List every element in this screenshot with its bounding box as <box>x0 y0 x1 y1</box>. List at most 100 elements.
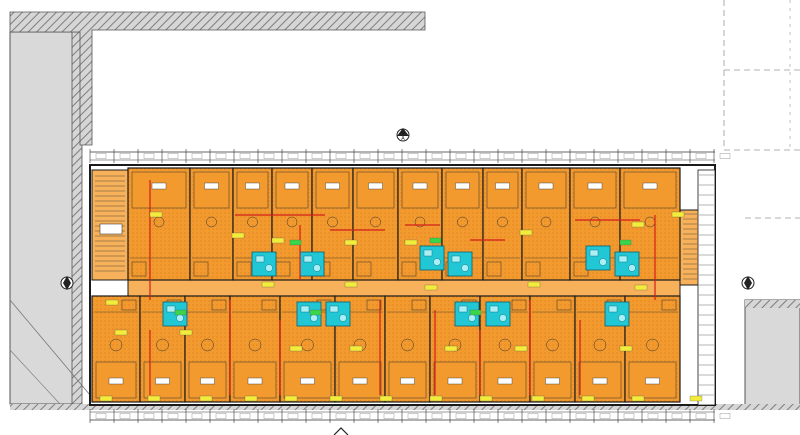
grid-tag <box>551 153 563 159</box>
grid-tag <box>239 413 251 419</box>
room-tag <box>199 395 213 402</box>
bedroom <box>483 361 527 399</box>
room-tag <box>149 211 163 218</box>
room-tag <box>349 345 363 352</box>
neighbour-building-left <box>9 31 91 405</box>
grid-tag <box>455 413 467 419</box>
furniture-table <box>327 216 338 228</box>
room-tag <box>689 395 703 402</box>
room-tag <box>179 329 193 336</box>
bathroom <box>419 245 445 271</box>
room-label-box <box>155 377 170 385</box>
grid-tag <box>239 153 251 159</box>
room-tag <box>519 229 533 236</box>
room-tag <box>379 395 393 402</box>
sink <box>618 255 628 263</box>
room-tag <box>261 281 275 288</box>
furniture-table <box>457 216 468 228</box>
north-marker-label: A <box>401 136 405 142</box>
room-label-box <box>495 182 510 190</box>
wardrobe <box>261 299 277 311</box>
toilet <box>599 258 607 266</box>
room-label-box <box>642 182 658 190</box>
bedroom <box>275 171 309 209</box>
bathroom-pods <box>162 245 640 327</box>
grid-tag <box>479 153 491 159</box>
room-label-box <box>151 182 167 190</box>
wardrobe <box>356 261 372 277</box>
furniture-table <box>286 216 298 228</box>
grid-tag <box>527 153 539 159</box>
grid-tag <box>95 413 107 419</box>
grid-tag <box>383 413 395 419</box>
room-tag <box>581 395 595 402</box>
bedroom <box>356 171 395 209</box>
room-tag <box>619 345 633 352</box>
grid-tag <box>407 413 419 419</box>
furniture-table <box>414 216 426 228</box>
grid-tag <box>551 413 563 419</box>
room-label-box <box>645 377 660 385</box>
room-tag <box>429 395 443 402</box>
wardrobe <box>121 299 137 311</box>
furniture-table <box>247 216 258 228</box>
room-tag <box>271 237 285 244</box>
grid-tag <box>503 153 515 159</box>
room-tag <box>289 345 303 352</box>
room-tag <box>631 395 645 402</box>
toilet <box>499 314 507 322</box>
bathroom <box>251 251 277 277</box>
grid-tag <box>167 153 179 159</box>
site-boundary-top <box>9 11 426 146</box>
site-boundary-right <box>723 0 800 219</box>
room-label-box <box>592 377 608 385</box>
neighbour-building-right <box>744 299 800 406</box>
sink <box>423 249 433 257</box>
room-tag <box>479 395 493 402</box>
grid-tag <box>479 413 491 419</box>
grid-tag <box>191 153 203 159</box>
section-marker-right <box>741 276 755 290</box>
grid-tag <box>335 153 347 159</box>
bedroom <box>623 171 677 209</box>
bedroom <box>193 171 230 209</box>
grid-tag <box>647 413 659 419</box>
grid-tag <box>695 153 707 159</box>
sink <box>489 305 499 313</box>
grid-tag <box>359 413 371 419</box>
room-label-box <box>245 182 260 190</box>
furniture-table <box>370 216 381 228</box>
grid-tag <box>623 413 635 419</box>
furniture-table <box>206 216 217 228</box>
section-marker-left <box>60 276 74 290</box>
grid-tag <box>119 153 131 159</box>
wardrobe <box>486 261 502 277</box>
grid-tag <box>143 153 155 159</box>
bedroom <box>573 171 617 209</box>
furniture-table <box>401 338 414 352</box>
room-tag-green <box>174 309 187 316</box>
wardrobe <box>236 261 252 277</box>
section-marker-north: A <box>396 128 410 142</box>
room-tag <box>531 395 545 402</box>
grid-tag <box>455 153 467 159</box>
bedroom <box>315 171 350 209</box>
wardrobe <box>193 261 209 277</box>
room-label-box <box>204 182 219 190</box>
room-tag <box>244 395 258 402</box>
room-tag <box>329 395 343 402</box>
grid-tag <box>359 153 371 159</box>
furniture-table <box>593 338 607 352</box>
room-label-box <box>368 182 383 190</box>
grid-tag <box>599 153 611 159</box>
grid-tag <box>143 413 155 419</box>
toilet <box>628 264 636 272</box>
grid-dimension-bottom <box>89 409 731 423</box>
toilet <box>313 264 321 272</box>
site-boundary-bottom <box>10 404 800 410</box>
toilet <box>176 314 184 322</box>
bathroom <box>299 251 325 277</box>
room-tag <box>514 345 528 352</box>
sink <box>458 305 468 313</box>
